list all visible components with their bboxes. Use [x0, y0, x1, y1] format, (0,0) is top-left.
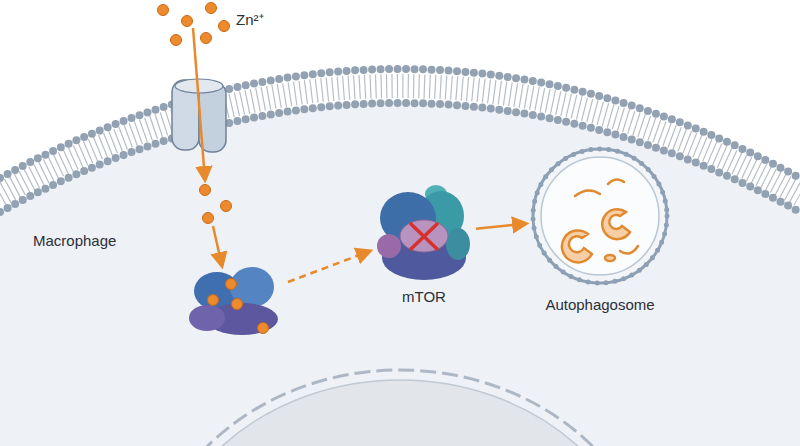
influx-arrow	[193, 28, 205, 180]
nucleus	[142, 370, 658, 446]
mtor-complex: mTOR	[378, 182, 470, 286]
autophagosome-vesicle: Autophagosome	[530, 146, 670, 286]
node-label: Autophagosome	[500, 296, 700, 314]
zinc-binding-protein	[189, 267, 278, 335]
ion-label: Zn²⁺	[236, 11, 264, 29]
protein-complex-shape	[378, 182, 470, 286]
node-label: mTOR	[358, 288, 490, 306]
signal-arrow	[288, 251, 370, 282]
activation-arrow	[476, 224, 526, 229]
node-label: Macrophage	[33, 232, 153, 250]
vesicle-shape	[530, 146, 670, 286]
zinc-ions	[158, 3, 232, 224]
outer-lipid-heads	[0, 69, 800, 178]
binding-arrow	[213, 226, 222, 266]
